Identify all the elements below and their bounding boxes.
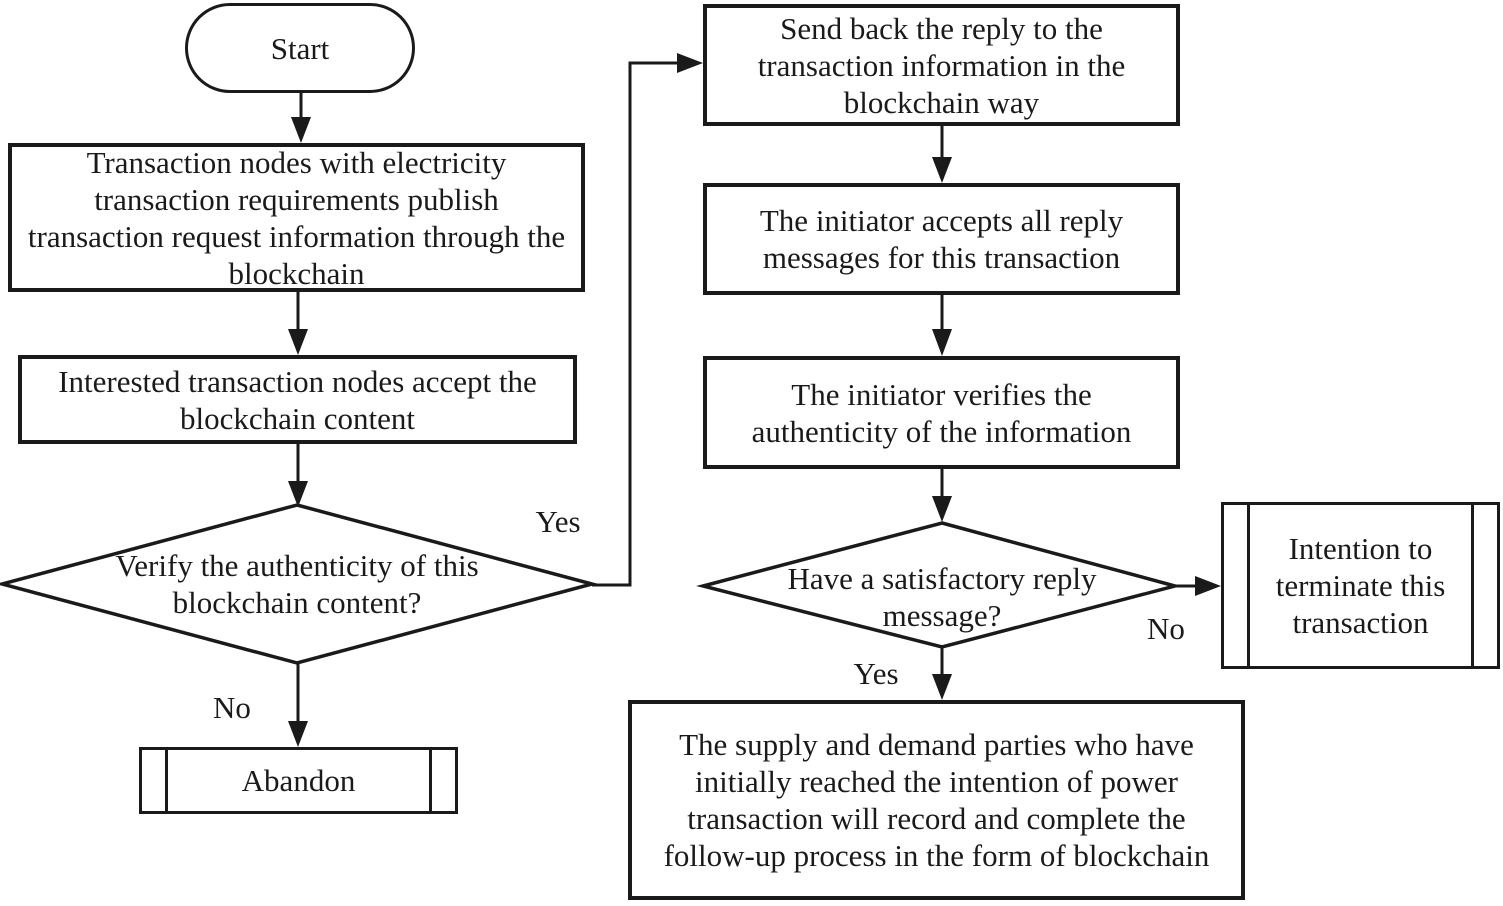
edge-label-satisfactory-yes: Yes	[853, 656, 899, 691]
predefined-process-bar-right	[1471, 505, 1474, 666]
decision-diamond-verify	[0, 503, 599, 665]
node-satisfactory-decision-label: Have a satisfactory reply message?	[787, 561, 1097, 633]
decision-diamond-satisfactory	[696, 521, 1182, 649]
node-abandon: Abandon	[139, 747, 458, 814]
arrowhead-to-satisfactory	[932, 496, 952, 522]
node-record-and-complete: The supply and demand parties who have i…	[628, 700, 1245, 900]
node-verify-decision-label: Verify the authenticity of this blockcha…	[115, 548, 479, 620]
predefined-process-bar-right	[429, 750, 432, 811]
edge-label-verify-yes: Yes	[535, 504, 581, 539]
arrowhead-to-verify	[288, 481, 308, 507]
node-send-back-reply: Send back the reply to the transaction i…	[703, 4, 1180, 126]
node-terminate-label: Intention to terminate this transaction	[1275, 531, 1446, 640]
node-start: Start	[185, 3, 415, 93]
node-accept-blockchain-content: Interested transaction nodes accept the …	[18, 355, 577, 444]
edge-verify-yes	[592, 61, 678, 587]
predefined-process-bar-left	[1247, 505, 1250, 666]
arrowhead-to-terminate	[1195, 576, 1221, 596]
edge-label-satisfactory-no: No	[1147, 611, 1185, 646]
node-accept-all-replies: The initiator accepts all reply messages…	[703, 183, 1180, 295]
arrowhead-to-accept	[288, 329, 308, 355]
arrowhead-to-verifyinfo	[932, 329, 952, 356]
node-terminate-transaction: Intention to terminate this transaction	[1221, 502, 1500, 669]
arrowhead-to-sendback	[677, 53, 703, 73]
arrowhead-to-record	[932, 674, 952, 700]
node-abandon-label: Abandon	[241, 763, 356, 798]
predefined-process-bar-left	[165, 750, 168, 811]
edge-label-verify-no: No	[213, 690, 251, 725]
arrowhead-to-replies	[932, 157, 952, 183]
node-verify-information: The initiator verifies the authenticity …	[703, 356, 1180, 469]
arrowhead-to-abandon	[288, 721, 308, 747]
node-publish-transaction-request: Transaction nodes with electricity trans…	[8, 143, 585, 292]
arrowhead-to-publish	[291, 117, 311, 143]
